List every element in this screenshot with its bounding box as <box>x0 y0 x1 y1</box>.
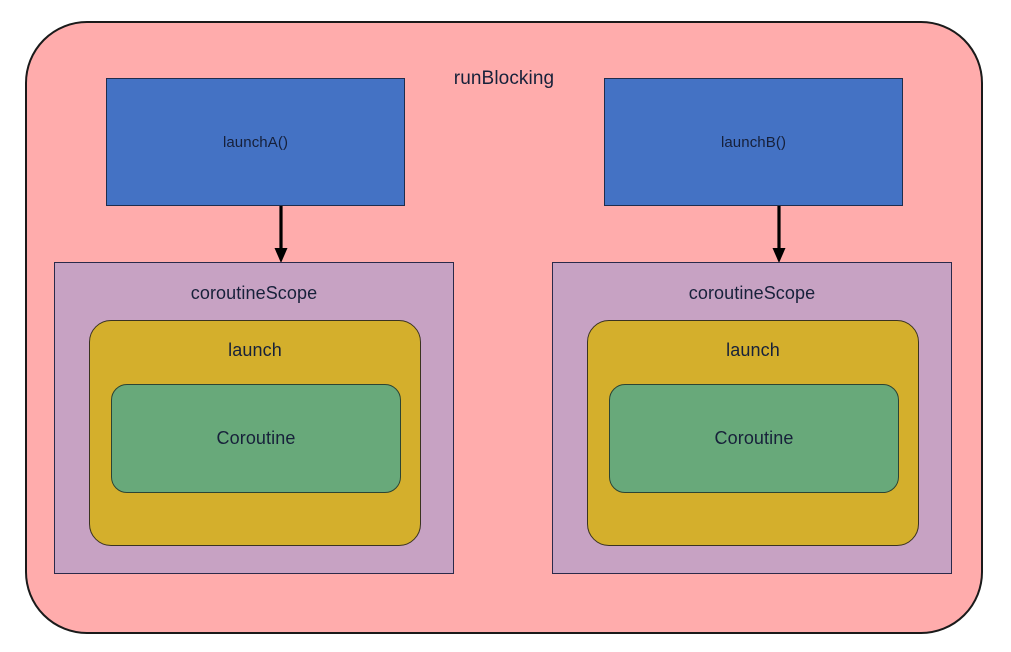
coroutine-box-a: Coroutine <box>111 384 401 493</box>
coroutine-scope-label-a: coroutineScope <box>190 283 318 303</box>
branch-launch-b: launchB() coroutineScope launch Coroutin… <box>525 23 1011 632</box>
arrow-down-icon-b <box>747 206 811 264</box>
coroutine-label-b: Coroutine <box>714 428 794 448</box>
runblocking-container: runBlocking launchA() coroutineScope lau… <box>25 21 983 634</box>
launch-block-box-b: launch Coroutine <box>587 320 919 546</box>
coroutine-scope-box-a: coroutineScope launch Coroutine <box>54 262 454 574</box>
launch-b-label: launchB() <box>720 133 787 151</box>
launch-b-box[interactable]: launchB() <box>604 78 903 206</box>
launch-block-label-b: launch <box>726 340 780 360</box>
coroutine-box-b: Coroutine <box>609 384 899 493</box>
branch-launch-a: launchA() coroutineScope launch Coroutin… <box>27 23 527 632</box>
launch-a-box[interactable]: launchA() <box>106 78 405 206</box>
coroutine-scope-label-b: coroutineScope <box>688 283 816 303</box>
coroutine-label-a: Coroutine <box>216 428 296 448</box>
launch-block-label-a: launch <box>228 340 282 360</box>
arrow-down-icon-a <box>249 206 313 264</box>
launch-a-label: launchA() <box>222 133 289 151</box>
launch-block-box-a: launch Coroutine <box>89 320 421 546</box>
coroutine-scope-box-b: coroutineScope launch Coroutine <box>552 262 952 574</box>
